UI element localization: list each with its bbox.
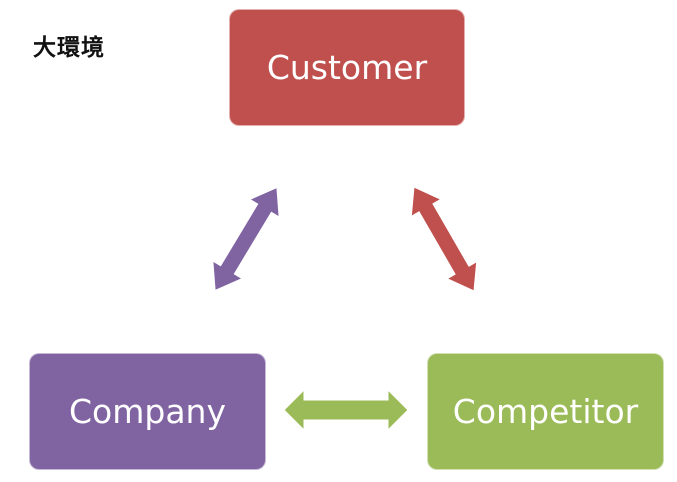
customer-competitor-arrow-shape: [410, 186, 478, 292]
customer-competitor-double-arrow-icon: [410, 186, 478, 292]
company-customer-double-arrow-icon: [212, 186, 280, 292]
competitor-node: Competitor: [427, 353, 664, 470]
competitor-label: Competitor: [452, 392, 639, 431]
company-competitor-arrow-shape: [283, 388, 409, 432]
company-customer-arrow-shape: [212, 186, 280, 292]
company-competitor-double-arrow-icon: [283, 388, 409, 432]
customer-node: Customer: [229, 9, 465, 126]
page-title: 大環境: [33, 35, 105, 61]
customer-label: Customer: [266, 48, 428, 87]
company-node: Company: [29, 353, 266, 470]
company-label: Company: [69, 392, 226, 431]
